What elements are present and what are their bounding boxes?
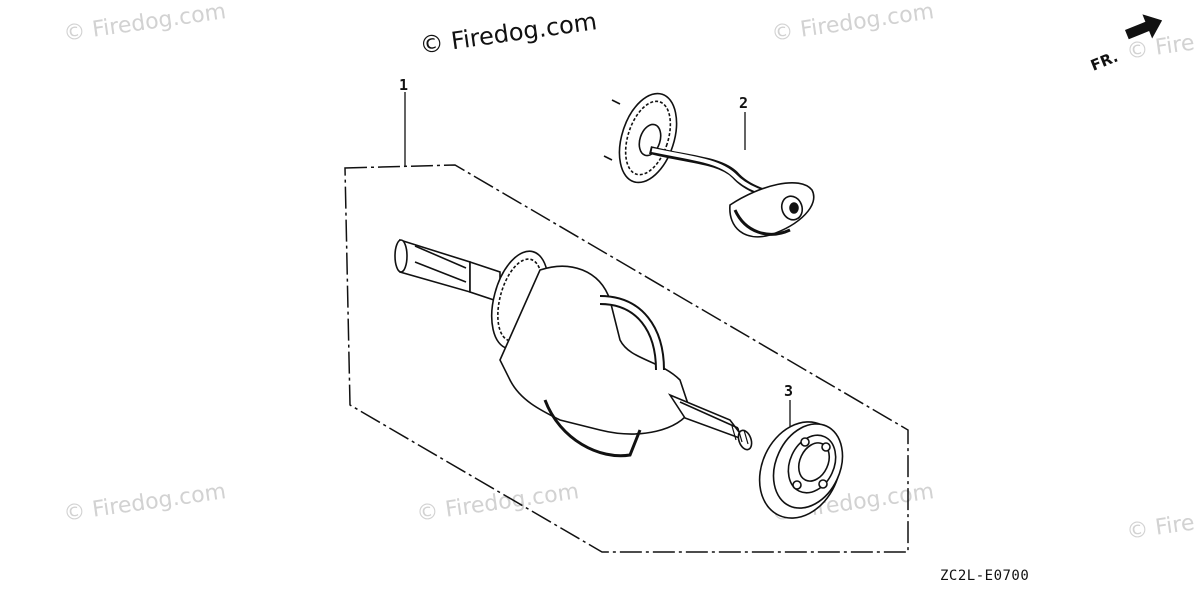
callout-3: 3 xyxy=(784,382,794,400)
callout-2: 2 xyxy=(739,94,749,112)
balancer-shaft-drawing xyxy=(603,92,815,238)
callout-1: 1 xyxy=(399,76,409,94)
assembly-outline xyxy=(344,164,909,553)
bearing-drawing xyxy=(758,421,844,519)
arrow-icon xyxy=(1125,14,1163,40)
diagram-code: ZC2L-E0700 xyxy=(940,568,1030,584)
crankshaft-drawing xyxy=(394,238,753,458)
